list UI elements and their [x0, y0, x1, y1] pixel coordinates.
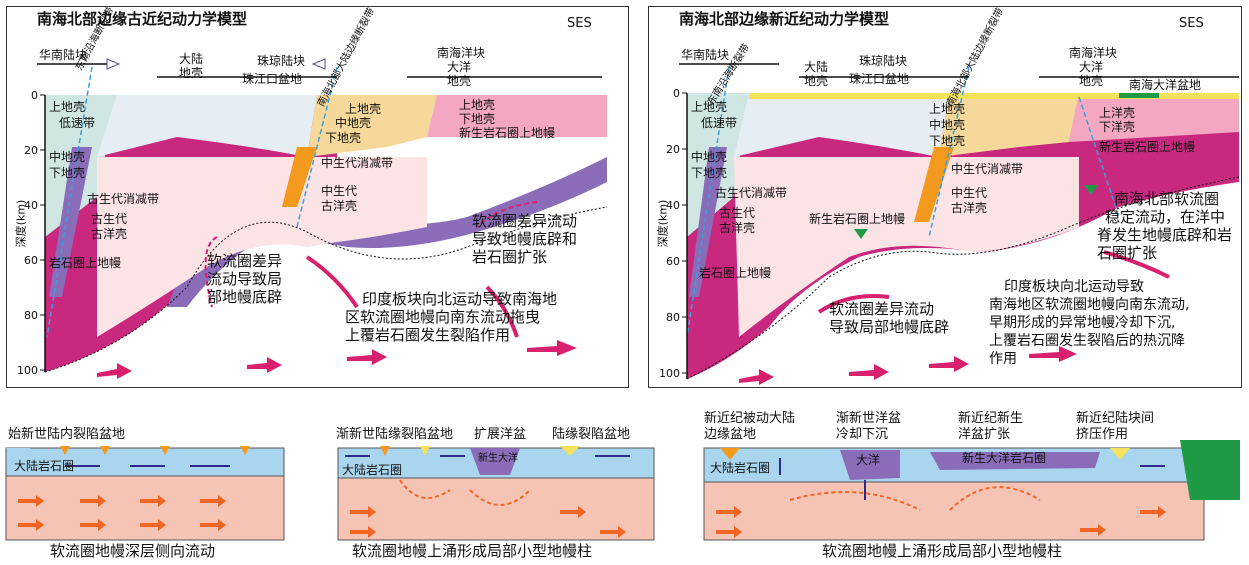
- p3-ocean: 大洋: [856, 454, 880, 467]
- p2-label-3: 陆缘裂陷盆地: [552, 428, 630, 441]
- p2-new-ocean: 新生大洋: [478, 452, 518, 465]
- p2-litho: 大陆岩石圈: [342, 464, 402, 477]
- p3-litho: 大陆岩石圈: [710, 462, 770, 475]
- p3-label-3a: 新近纪新生: [958, 412, 1023, 425]
- p2-label-1: 渐新世陆缘裂陷盆地: [336, 428, 453, 441]
- p3-new-litho: 新生大洋岩石圈: [962, 452, 1046, 465]
- p1-litho: 大陆岩石圈: [14, 460, 74, 473]
- p2-label-2: 扩展洋盆: [474, 428, 526, 441]
- p1-label: 始新世陆内裂陷盆地: [8, 428, 125, 441]
- p3-label-2a: 渐新世洋盆: [836, 412, 901, 425]
- p3-label-1a: 新近纪被动大陆: [704, 412, 795, 425]
- p3-label-3b: 洋盆扩张: [958, 428, 1010, 441]
- p3-caption: 软流圈地幔上涌形成局部小型地幔柱: [822, 545, 1062, 558]
- p3-label-4b: 挤压作用: [1076, 428, 1128, 441]
- p3-label-4a: 新近纪陆块间: [1076, 412, 1154, 425]
- p1-caption: 软流圈地幔深层侧向流动: [50, 545, 215, 558]
- p3-label-1b: 边缘盆地: [704, 428, 756, 441]
- p2-caption: 软流圈地幔上涌形成局部小型地幔柱: [352, 545, 592, 558]
- p3-label-2b: 冷却下沉: [836, 428, 888, 441]
